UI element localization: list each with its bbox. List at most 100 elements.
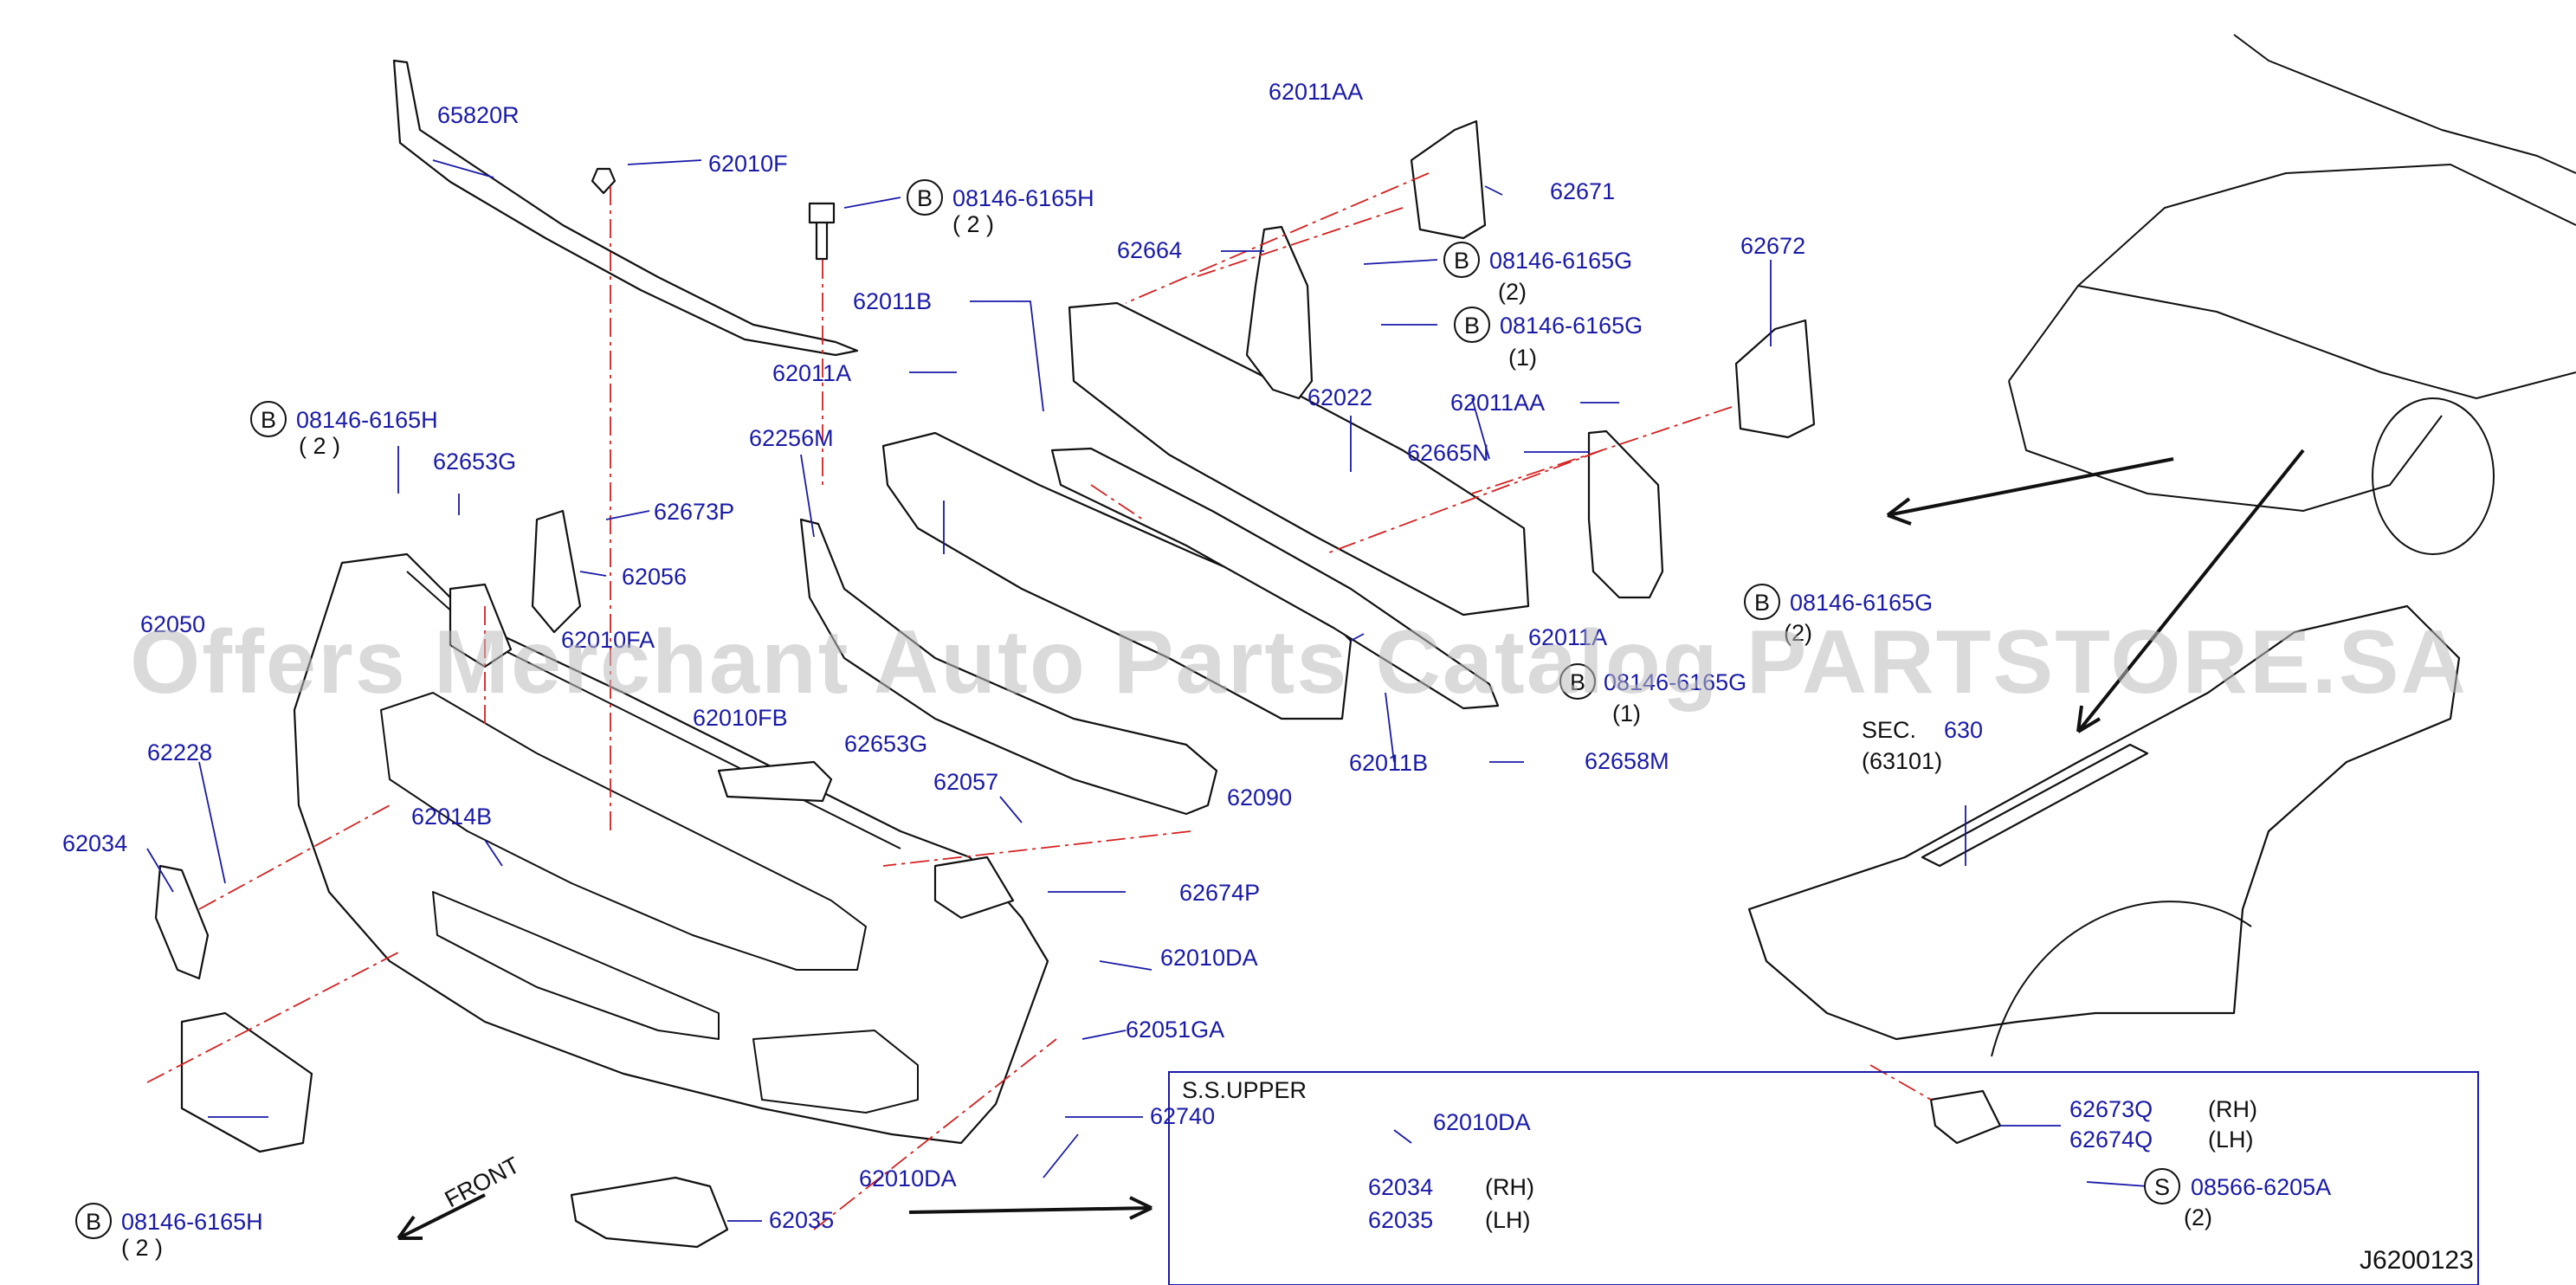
bracket-62665N bbox=[1587, 429, 1664, 599]
part-label-62010DA: 62010DA bbox=[1160, 945, 1258, 971]
qty-label: (2) bbox=[1498, 279, 1527, 305]
bumper-reinforcement bbox=[1068, 301, 1530, 617]
qty-label: (2) bbox=[2184, 1204, 2212, 1230]
callout-letter: S bbox=[2154, 1174, 2170, 1200]
part-label-08146-6165H: 08146-6165H bbox=[296, 407, 438, 433]
part-label-62673Q: 62673Q bbox=[2069, 1096, 2153, 1122]
fender-wheel-arch bbox=[1991, 901, 2252, 1057]
part-label-62256M: 62256M bbox=[749, 425, 834, 451]
part-label-62011AA: 62011AA bbox=[1269, 79, 1363, 105]
inset-box bbox=[1168, 1071, 2479, 1285]
qty-label: (2) bbox=[1784, 620, 1812, 646]
rh-label: (RH) bbox=[1485, 1174, 1534, 1200]
license-bracket bbox=[180, 1011, 313, 1153]
part-label-62011B: 62011B bbox=[853, 288, 932, 314]
part-label-62673P: 62673P bbox=[654, 499, 734, 525]
part-label-62035: 62035 bbox=[769, 1207, 834, 1233]
reinforcement-lower bbox=[1050, 447, 1500, 710]
part-label-08146-6165G: 08146-6165G bbox=[1790, 590, 1933, 616]
part-label-08146-6165G: 08146-6165G bbox=[1500, 313, 1643, 339]
part-label-62653G: 62653G bbox=[433, 449, 516, 475]
clip-icon bbox=[591, 167, 617, 195]
fog-lamp-opening bbox=[752, 1030, 919, 1114]
bracket-62664 bbox=[1245, 225, 1314, 400]
arrows bbox=[397, 449, 2305, 1240]
part-label-62674P: 62674P bbox=[1179, 880, 1260, 906]
molding-62010FB bbox=[717, 760, 833, 803]
part-label-08146-6165G: 08146-6165G bbox=[1604, 669, 1746, 695]
part-label-62035: 62035 bbox=[1368, 1207, 1433, 1233]
leader-lines bbox=[146, 159, 2148, 1222]
bolt-icon bbox=[808, 202, 836, 261]
part-label-08146-6165G: 08146-6165G bbox=[1489, 248, 1632, 274]
part-label-08146-6165H: 08146-6165H bbox=[121, 1209, 263, 1235]
part-label-62228: 62228 bbox=[147, 739, 212, 765]
part-label-62011A: 62011A bbox=[772, 360, 851, 386]
part-label-62653G: 62653G bbox=[844, 731, 927, 757]
section-number: 630 bbox=[1944, 717, 1983, 743]
diagram-code: J6200123 bbox=[2360, 1246, 2474, 1275]
inset-title: S.S.UPPER bbox=[1182, 1077, 1307, 1103]
molding-62010FA bbox=[449, 583, 513, 668]
part-label-62010F: 62010F bbox=[708, 151, 788, 177]
part-label-62010FB: 62010FB bbox=[693, 705, 788, 731]
part-label-62056: 62056 bbox=[622, 564, 687, 590]
section-ref: (63101) bbox=[1862, 748, 1942, 774]
callout-letter: B bbox=[1570, 669, 1585, 695]
part-label-62022: 62022 bbox=[1307, 384, 1372, 410]
callout-letter: B bbox=[261, 407, 276, 433]
qty-label: ( 2 ) bbox=[952, 211, 994, 237]
qty-label: (1) bbox=[1508, 345, 1537, 371]
rh-label: (RH) bbox=[2208, 1096, 2257, 1122]
callout-letter: B bbox=[86, 1209, 101, 1235]
stay-62671 bbox=[1410, 119, 1487, 240]
fog-cover bbox=[570, 1176, 729, 1249]
bracket-62056 bbox=[531, 509, 582, 634]
part-label-62090: 62090 bbox=[1227, 785, 1292, 810]
qty-label: ( 2 ) bbox=[299, 433, 340, 459]
part-label-62011AA: 62011AA bbox=[1450, 390, 1545, 416]
front-bumper-fascia bbox=[293, 552, 1049, 1145]
part-label-62010DA: 62010DA bbox=[859, 1166, 957, 1191]
bumper-upper-strip bbox=[392, 59, 859, 357]
qty-label: ( 2 ) bbox=[121, 1235, 163, 1261]
grille-62256M bbox=[799, 518, 1218, 816]
callout-letter: B bbox=[1464, 313, 1480, 339]
part-label-62740: 62740 bbox=[1150, 1103, 1215, 1129]
section-label: SEC. bbox=[1862, 717, 1916, 743]
fender bbox=[1747, 604, 2461, 1041]
part-label-62664: 62664 bbox=[1117, 237, 1182, 263]
car-wheel bbox=[2372, 397, 2495, 555]
qty-label: (1) bbox=[1612, 701, 1641, 726]
car-silhouette bbox=[2008, 34, 2576, 512]
bracket-62673Q bbox=[1929, 1089, 2002, 1145]
part-label-62011B: 62011B bbox=[1349, 750, 1428, 776]
watermark: Offers Merchant Auto Parts Catalog PARTS… bbox=[130, 612, 2468, 713]
part-label-65820R: 65820R bbox=[437, 102, 520, 128]
stay-62672 bbox=[1734, 319, 1816, 439]
callout-letter: B bbox=[1754, 590, 1770, 616]
part-label-08146-6165H: 08146-6165H bbox=[952, 185, 1094, 211]
part-label-62674Q: 62674Q bbox=[2069, 1127, 2153, 1153]
center-lines bbox=[146, 172, 1932, 1230]
fender-strip bbox=[1921, 743, 2149, 868]
callout-circles bbox=[75, 179, 2180, 1239]
part-label-62010FA: 62010FA bbox=[561, 627, 655, 653]
part-label-62051GA: 62051GA bbox=[1126, 1017, 1224, 1043]
part-label-62034: 62034 bbox=[62, 830, 127, 856]
bracket-62057 bbox=[933, 856, 1015, 920]
part-label-62034: 62034 bbox=[1368, 1174, 1433, 1200]
part-label-62010DA: 62010DA bbox=[1433, 1109, 1531, 1135]
part-label-62057: 62057 bbox=[933, 769, 998, 795]
part-label-62658M: 62658M bbox=[1585, 748, 1669, 774]
part-label-62672: 62672 bbox=[1740, 233, 1805, 259]
energy-absorber bbox=[881, 431, 1353, 720]
bracket-62034 bbox=[154, 864, 210, 980]
part-label-62014B: 62014B bbox=[411, 804, 492, 830]
part-label-62671: 62671 bbox=[1550, 178, 1615, 204]
part-label-62011A: 62011A bbox=[1528, 624, 1607, 650]
lh-label: (LH) bbox=[2208, 1127, 2254, 1153]
bumper-lower-opening bbox=[432, 891, 720, 1040]
lh-label: (LH) bbox=[1485, 1207, 1531, 1233]
